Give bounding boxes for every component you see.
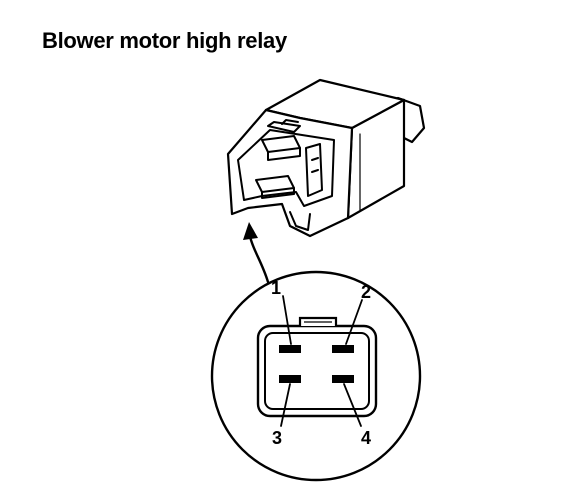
pointer-arrow — [243, 222, 270, 284]
pin-label-2: 2 — [361, 282, 371, 302]
leader-line-3 — [280, 383, 291, 427]
relay-body — [226, 78, 426, 238]
pin-label-4: 4 — [361, 428, 371, 448]
pin-label-1: 1 — [271, 278, 281, 298]
terminal-4 — [332, 375, 354, 383]
pin-label-3: 3 — [272, 428, 282, 448]
terminal-3 — [279, 375, 301, 383]
terminal-1 — [279, 345, 301, 353]
diagram-title: Blower motor high relay — [42, 28, 287, 53]
leader-line-2 — [345, 299, 363, 345]
relay-front-details — [237, 119, 361, 231]
terminal-2 — [332, 345, 354, 353]
connector-face-view: 1 2 3 4 — [210, 270, 422, 482]
leader-line-4 — [343, 383, 362, 427]
leader-line-1 — [282, 295, 292, 345]
